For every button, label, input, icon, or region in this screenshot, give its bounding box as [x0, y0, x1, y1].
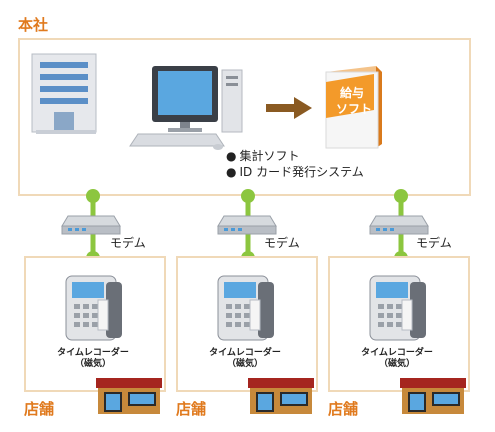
device-caption-line2: （磁気） [226, 359, 263, 369]
device-caption-line1: タイムレコーダー [209, 348, 281, 358]
payroll-software-box-icon [325, 66, 382, 149]
device-caption-line1: タイムレコーダー [361, 348, 433, 358]
time-recorder-icon [369, 275, 426, 341]
shop-icon [96, 378, 162, 414]
store-label-1: 店舗 [24, 400, 55, 418]
modem-label: モデム [264, 236, 300, 250]
modem-label: モデム [416, 236, 452, 250]
software-box-text-line2: ソフト [336, 102, 373, 116]
device-caption-line2: （磁気） [74, 359, 111, 369]
node-dot [86, 189, 100, 203]
computer-icon [129, 66, 243, 150]
device-caption-2: タイムレコーダー （磁気） [200, 348, 290, 370]
node-dot [241, 189, 255, 203]
hq-feature-list: 集計ソフト ID カード発行システム [226, 148, 364, 180]
shop-icon [400, 378, 466, 414]
feature-item-aggregation: 集計ソフト [226, 148, 364, 164]
software-box-text-line1: 給与 [340, 86, 365, 100]
modem-icon [217, 215, 277, 235]
node-dot [394, 189, 408, 203]
device-caption-line2: （磁気） [378, 359, 415, 369]
device-caption-1: タイムレコーダー （磁気） [48, 348, 138, 370]
headquarters-label: 本社 [18, 16, 49, 34]
shop-icon [248, 378, 314, 414]
modem-icon [61, 215, 121, 235]
feature-item-id-card: ID カード発行システム [226, 164, 363, 180]
time-recorder-icon [217, 275, 274, 341]
time-recorder-icon [65, 275, 122, 341]
office-building-icon [31, 53, 97, 134]
modem-icon [369, 215, 429, 235]
store-label-2: 店舗 [176, 400, 207, 418]
store-label-3: 店舗 [328, 400, 359, 418]
device-caption-3: タイムレコーダー （磁気） [352, 348, 442, 370]
device-caption-line1: タイムレコーダー [57, 348, 129, 358]
modem-label: モデム [110, 236, 146, 250]
arrow-right-icon [266, 97, 312, 119]
